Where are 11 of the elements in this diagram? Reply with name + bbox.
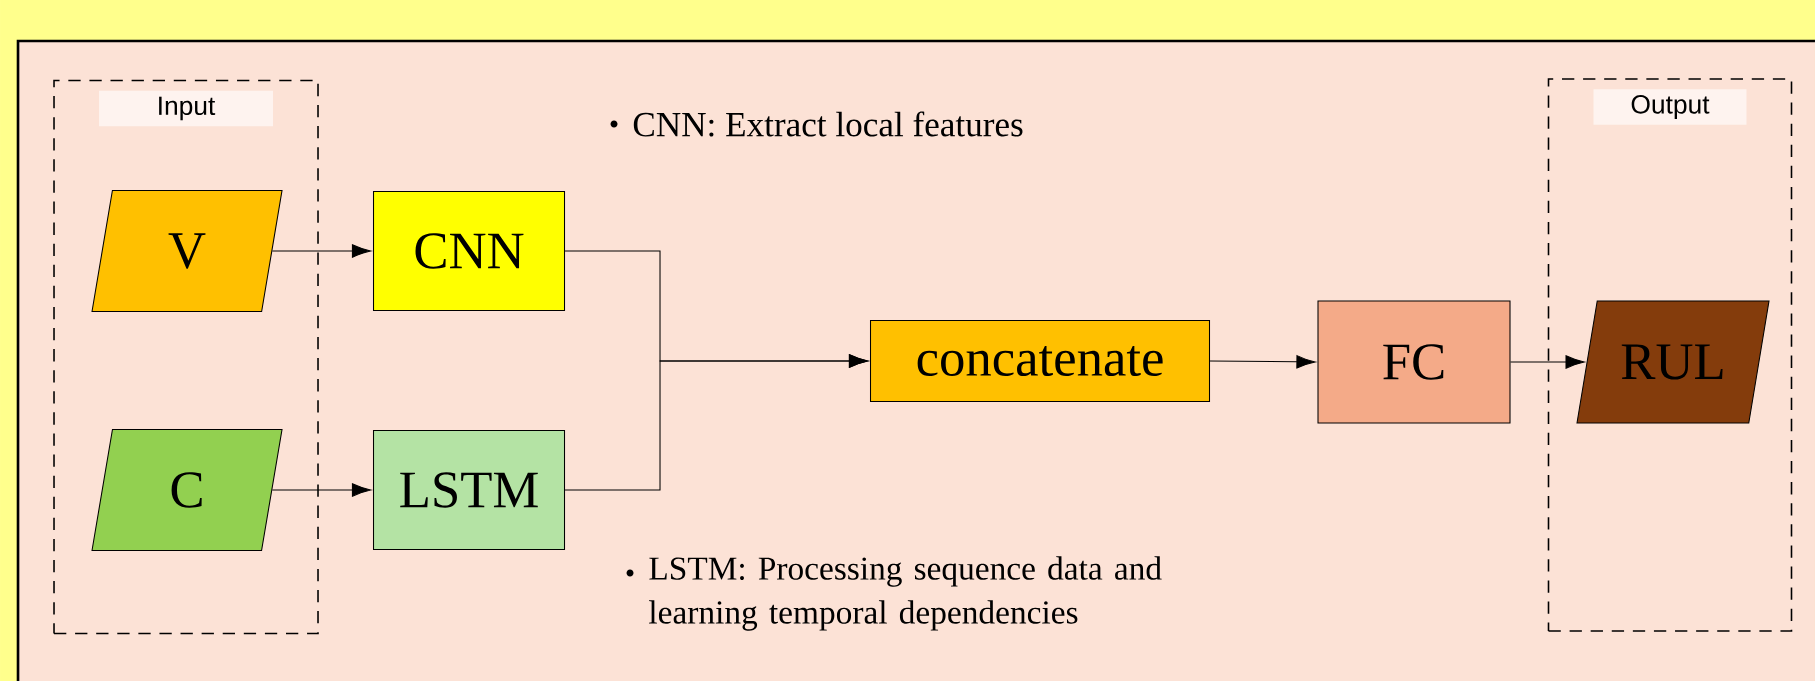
arrow <box>1510 355 1585 369</box>
note-text: CNN: Extract local features <box>610 111 1023 137</box>
arrow <box>564 354 869 491</box>
arrow <box>271 244 372 258</box>
process-box: concatenate <box>870 319 1211 402</box>
arrow <box>1209 355 1316 369</box>
note-text: LSTM: Processing sequence data and learning temporal dependencies <box>626 556 1162 631</box>
arrow <box>271 483 372 497</box>
process-box: FC <box>1317 300 1511 424</box>
process-box: CNN <box>373 190 566 312</box>
process-box: LSTM <box>373 429 566 551</box>
